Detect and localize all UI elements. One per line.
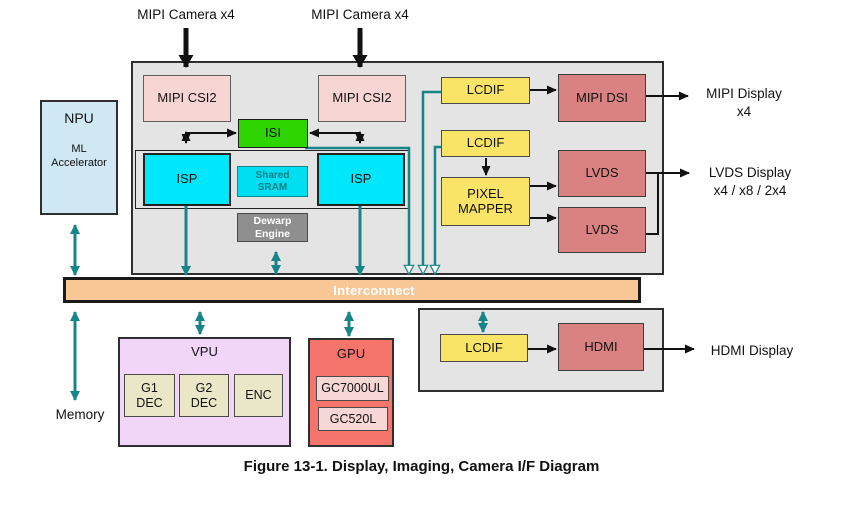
mipi-dsi-block: MIPI DSI (558, 74, 646, 122)
gpu-title: GPU (336, 346, 366, 361)
lcdif-mipi-block: LCDIF (441, 77, 530, 104)
npu-block (40, 100, 118, 215)
mipi-csi2-right-block: MIPI CSI2 (318, 75, 406, 122)
dewarp-engine-block: Dewarp Engine (237, 213, 308, 242)
memory-label: Memory (55, 407, 105, 422)
camera-input-label-left: MIPI Camera x4 (137, 7, 235, 22)
vpu-g2dec-block: G2 DEC (179, 374, 229, 417)
lvds-bottom-block: LVDS (558, 207, 646, 253)
isp-left-block: ISP (143, 153, 231, 206)
lvds-top-block: LVDS (558, 150, 646, 197)
isp-right-block: ISP (317, 153, 405, 206)
hdmi-block: HDMI (558, 323, 644, 371)
camera-input-label-right: MIPI Camera x4 (311, 7, 409, 22)
interconnect-label: Interconnect (333, 282, 415, 298)
npu-title: NPU (64, 110, 94, 126)
figure-caption: Figure 13-1. Display, Imaging, Camera I/… (243, 458, 600, 475)
pixel-mapper-block: PIXEL MAPPER (441, 177, 530, 226)
isi-block: ISI (238, 119, 308, 148)
interconnect-bus: Interconnect (63, 277, 641, 303)
lvds-display-label: LVDS Display x4 / x8 / 2x4 (708, 165, 792, 199)
lcdif-hdmi-block: LCDIF (440, 334, 528, 362)
gpu-gc7000ul-block: GC7000UL (316, 376, 389, 401)
vpu-enc-block: ENC (234, 374, 283, 417)
gpu-gc520l-block: GC520L (318, 407, 388, 431)
vpu-g1dec-block: G1 DEC (124, 374, 175, 417)
mipi-csi2-left-block: MIPI CSI2 (143, 75, 231, 122)
vpu-title: VPU (191, 344, 218, 359)
npu-subtitle: ML Accelerator (51, 143, 107, 170)
shared-sram-block: Shared SRAM (237, 166, 308, 197)
mipi-display-label: MIPI Display x4 (706, 86, 782, 120)
hdmi-display-label: HDMI Display (710, 343, 794, 358)
lcdif-lvds-block: LCDIF (441, 130, 530, 157)
